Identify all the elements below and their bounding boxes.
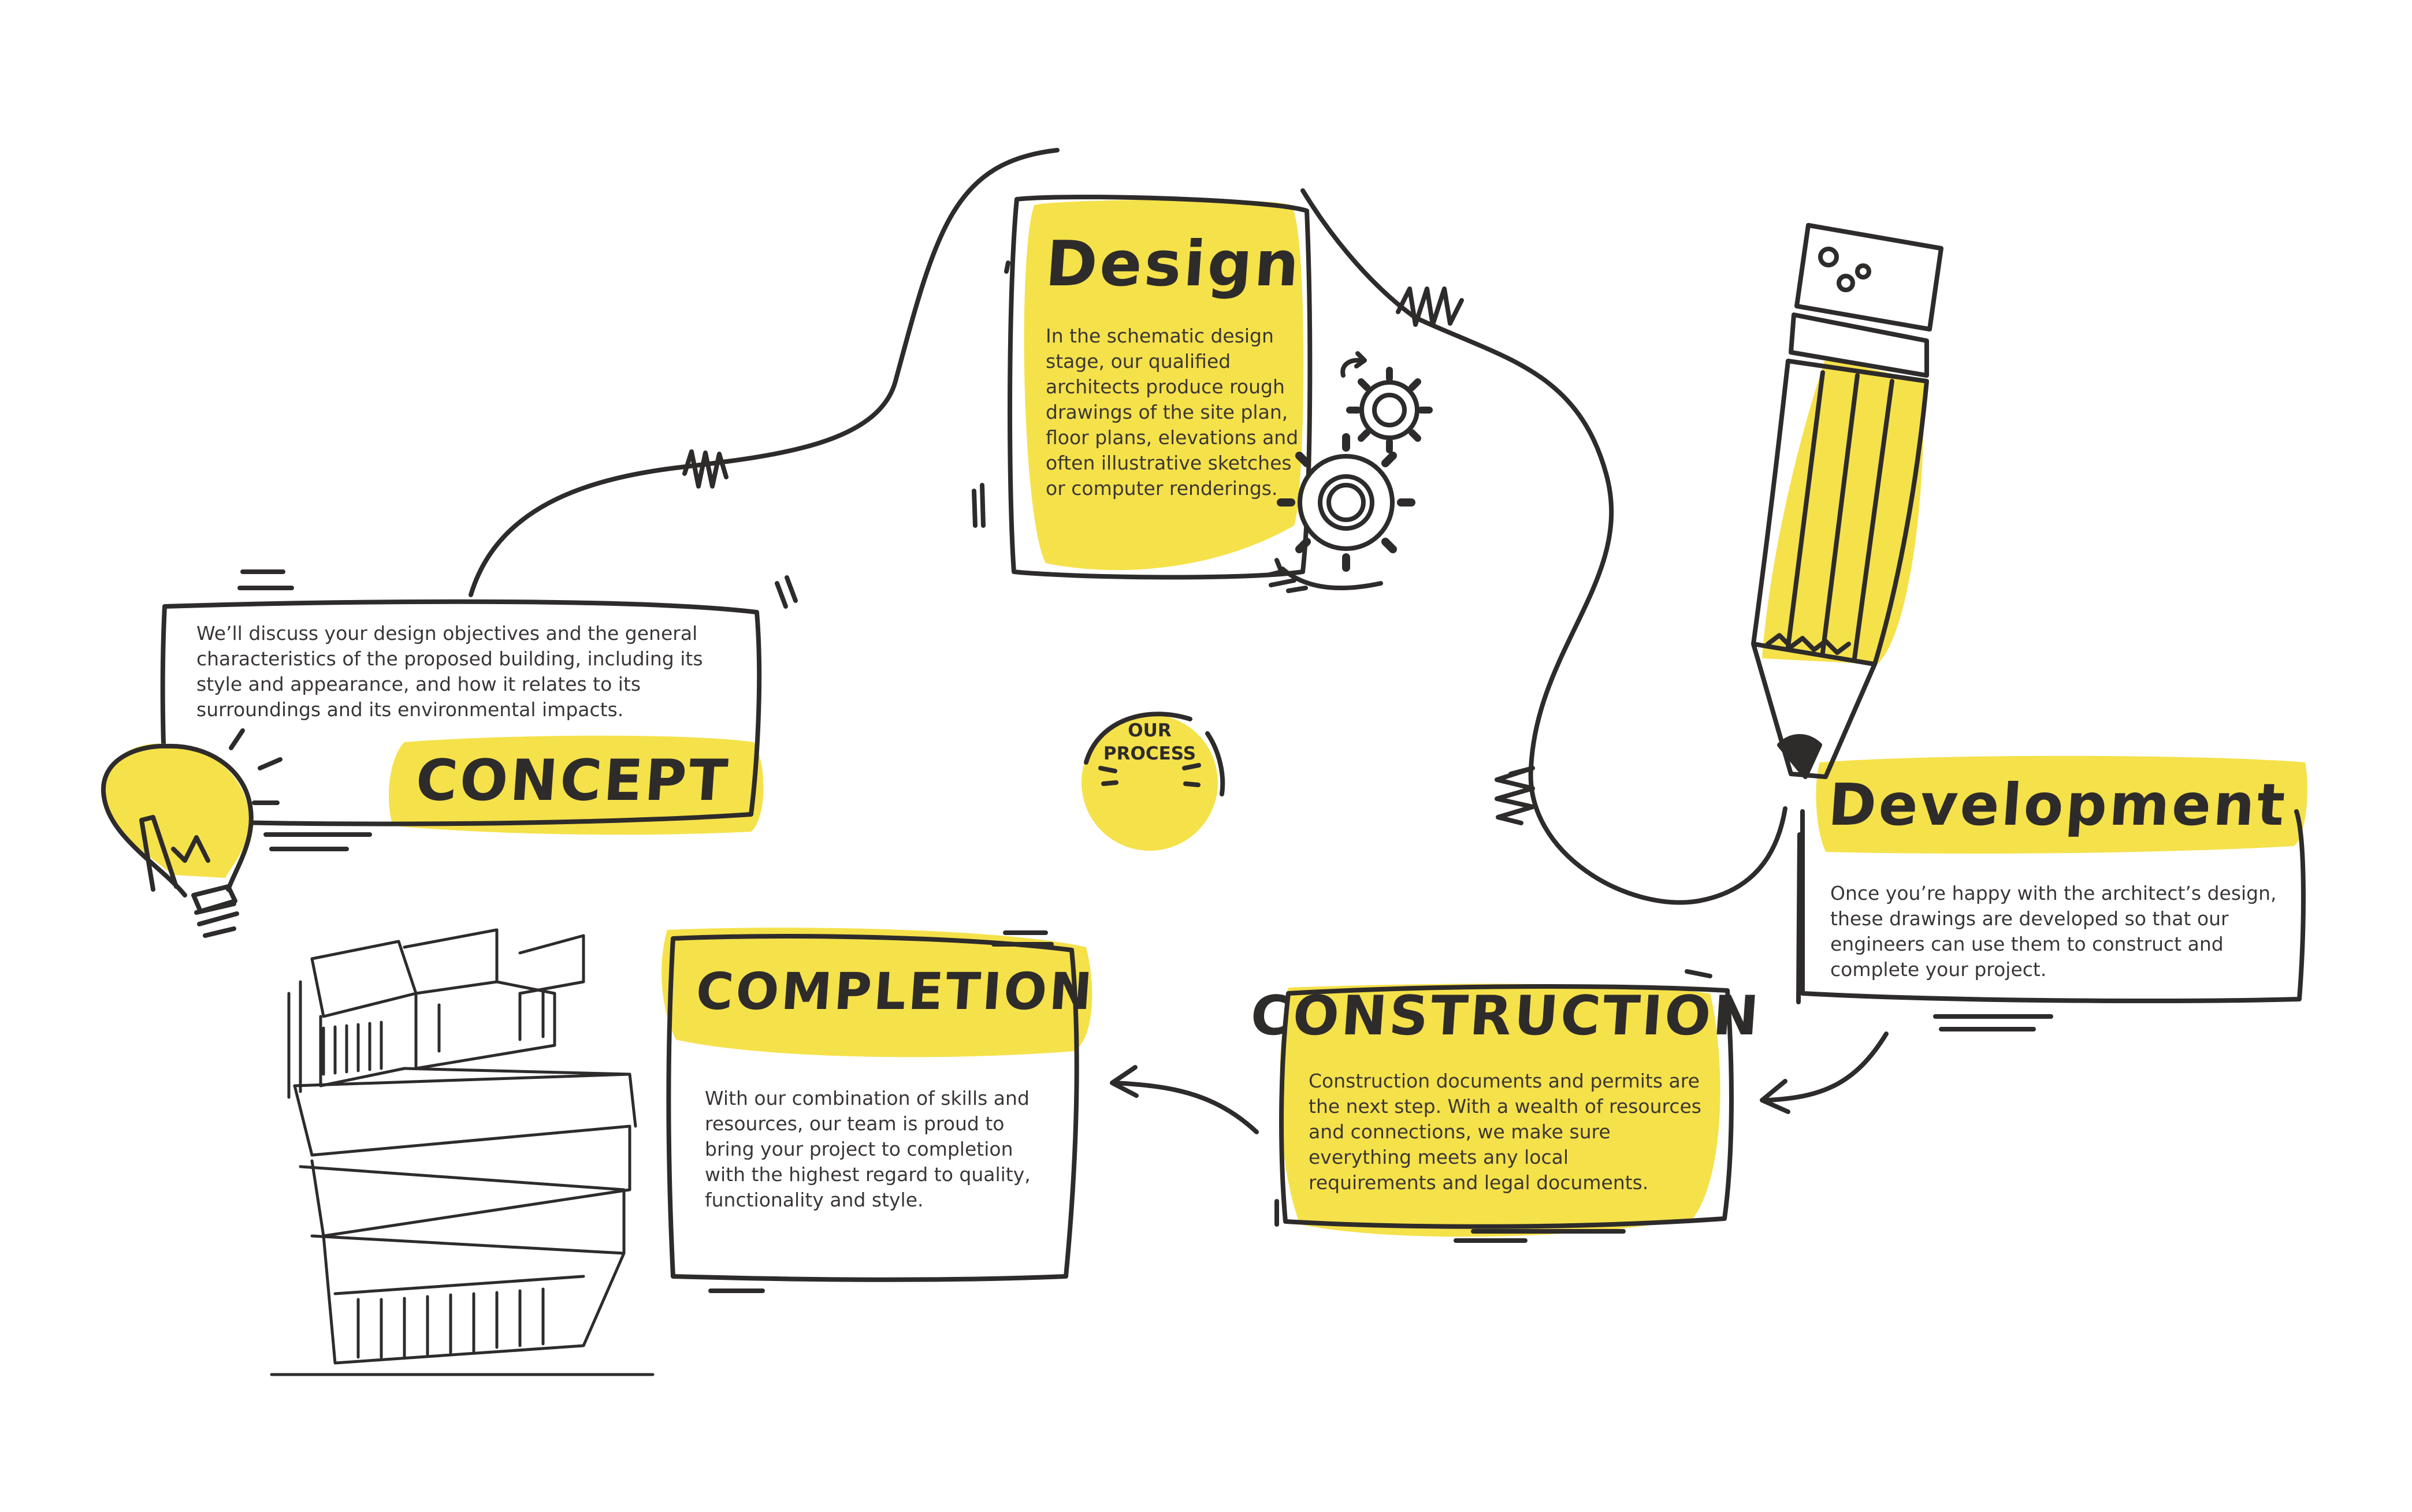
design-description: In the schematic design stage, our quali… bbox=[1046, 325, 1299, 500]
zigzag-left bbox=[682, 449, 729, 489]
arrow-construction-completion bbox=[1113, 1081, 1259, 1134]
concept-description: We’ll discuss your design objectives and… bbox=[196, 622, 703, 721]
our-process-line-2: PROCESS bbox=[1103, 743, 1196, 764]
lightbulb-icon bbox=[101, 728, 283, 938]
arrow-head-1 bbox=[1760, 1079, 1790, 1114]
development-description: Once you’re happy with the architect’s d… bbox=[1830, 882, 2277, 981]
building-sketch-icon bbox=[270, 928, 655, 1376]
construction-card-shape bbox=[1274, 969, 1734, 1243]
arrow-head-2 bbox=[1110, 1065, 1139, 1098]
development-card-shape bbox=[1796, 755, 2307, 1031]
gears-icon bbox=[1268, 351, 1433, 590]
design-title: Design bbox=[1043, 228, 1304, 300]
concept-card-shape bbox=[160, 569, 798, 851]
zigzag-top bbox=[1396, 286, 1464, 327]
connector-design-development bbox=[1300, 188, 1787, 905]
construction-description: Construction documents and permits are t… bbox=[1309, 1070, 1701, 1194]
design-card-shape bbox=[972, 195, 1313, 593]
connector-concept-design bbox=[469, 148, 1060, 597]
our-process-line-1: OUR bbox=[1128, 720, 1172, 741]
connector-lines bbox=[469, 148, 1889, 1134]
arrow-development-construction bbox=[1766, 1031, 1889, 1103]
our-process-label: OUR PROCESS bbox=[1080, 719, 1219, 765]
construction-title: Construction bbox=[1248, 985, 1763, 1048]
completion-card-shape bbox=[661, 928, 1092, 1293]
center-circle-shape bbox=[1082, 712, 1225, 851]
zigzag-right bbox=[1495, 766, 1535, 825]
completion-description: With our combination of skills and resou… bbox=[705, 1087, 1031, 1211]
concept-title: Concept bbox=[414, 748, 732, 814]
pencil-icon bbox=[1751, 223, 1943, 779]
development-title: Development bbox=[1826, 771, 2290, 839]
completion-title: Completion bbox=[694, 962, 1097, 1021]
